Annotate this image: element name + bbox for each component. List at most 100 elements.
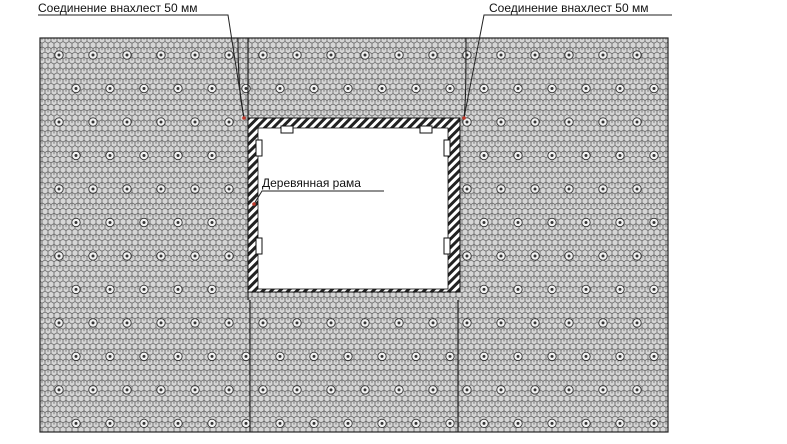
membrane-stud-center	[176, 220, 180, 224]
overlap-label-left: Соединение внахлест 50 мм	[38, 1, 198, 15]
membrane-stud-center	[482, 354, 486, 358]
membrane-stud-center	[210, 220, 214, 224]
membrane-stud-center	[414, 86, 418, 90]
membrane-stud-center	[74, 421, 78, 425]
membrane-stud-center	[108, 354, 112, 358]
membrane-stud-center	[499, 388, 503, 392]
membrane-stud-center	[652, 153, 656, 157]
membrane-stud-center	[584, 421, 588, 425]
membrane-stud-center	[652, 287, 656, 291]
membrane-stud-center	[227, 187, 231, 191]
membrane-stud-center	[482, 220, 486, 224]
membrane-stud-center	[74, 287, 78, 291]
membrane-stud-center	[550, 354, 554, 358]
membrane-stud-center	[652, 421, 656, 425]
membrane-stud-center	[601, 187, 605, 191]
overlap-label-right: Соединение внахлест 50 мм	[489, 1, 649, 15]
membrane-stud-center	[601, 53, 605, 57]
membrane-stud-center	[176, 153, 180, 157]
membrane-stud-center	[618, 86, 622, 90]
membrane-stud-center	[363, 388, 367, 392]
membrane-stud-center	[227, 53, 231, 57]
membrane-stud-center	[499, 120, 503, 124]
membrane-stud-center	[261, 388, 265, 392]
membrane-stud-center	[567, 388, 571, 392]
membrane-stud-center	[125, 321, 129, 325]
membrane-stud-center	[499, 321, 503, 325]
membrane-stud-center	[57, 321, 61, 325]
membrane-stud-center	[210, 354, 214, 358]
membrane-stud-center	[244, 354, 248, 358]
membrane-stud-center	[74, 354, 78, 358]
membrane-stud-center	[414, 354, 418, 358]
membrane-stud-center	[159, 120, 163, 124]
membrane-stud-center	[193, 187, 197, 191]
membrane-stud-center	[448, 421, 452, 425]
membrane-stud-center	[499, 254, 503, 258]
membrane-stud-center	[74, 153, 78, 157]
membrane-stud-center	[329, 388, 333, 392]
leader-endpoints	[242, 116, 466, 206]
frame-bracket	[280, 125, 294, 134]
membrane-stud-center	[193, 120, 197, 124]
membrane-stud-center	[108, 220, 112, 224]
membrane-stud-center	[533, 321, 537, 325]
membrane-stud-center	[91, 321, 95, 325]
membrane-stud-center	[278, 421, 282, 425]
membrane-stud-center	[584, 153, 588, 157]
frame-bracket	[443, 139, 451, 157]
leader-dot	[242, 116, 246, 120]
membrane-stud-center	[550, 86, 554, 90]
membrane-stud-center	[618, 220, 622, 224]
membrane-stud-center	[652, 220, 656, 224]
membrane-stud-center	[295, 53, 299, 57]
membrane-stud-center	[533, 254, 537, 258]
membrane-stud-center	[567, 321, 571, 325]
membrane-stud-center	[176, 86, 180, 90]
membrane-stud-center	[482, 421, 486, 425]
membrane-stud-center	[465, 321, 469, 325]
membrane-stud-center	[550, 421, 554, 425]
membrane-stud-center	[567, 187, 571, 191]
membrane-stud-center	[142, 220, 146, 224]
membrane-stud-center	[533, 120, 537, 124]
membrane-stud-center	[312, 421, 316, 425]
membrane-stud-center	[159, 321, 163, 325]
membrane-stud-center	[193, 53, 197, 57]
membrane-stud-center	[635, 321, 639, 325]
membrane-stud-center	[125, 254, 129, 258]
membrane-stud-center	[57, 388, 61, 392]
membrane-stud-center	[397, 388, 401, 392]
membrane-stud-center	[91, 187, 95, 191]
membrane-stud-center	[210, 421, 214, 425]
membrane-stud-center	[210, 153, 214, 157]
membrane-stud-center	[397, 53, 401, 57]
membrane-stud-center	[244, 421, 248, 425]
membrane-studs	[54, 50, 659, 429]
membrane-stud-center	[618, 421, 622, 425]
membrane-stud-center	[618, 354, 622, 358]
membrane-stud-center	[516, 153, 520, 157]
membrane-stud-center	[482, 86, 486, 90]
membrane-stud-center	[431, 321, 435, 325]
membrane-stud-center	[516, 287, 520, 291]
membrane-stud-center	[635, 388, 639, 392]
membrane-stud-center	[193, 388, 197, 392]
membrane-stud-center	[567, 120, 571, 124]
membrane-stud-center	[176, 421, 180, 425]
membrane-stud-center	[176, 287, 180, 291]
membrane-stud-center	[159, 187, 163, 191]
membrane-stud-center	[567, 254, 571, 258]
membrane-stud-center	[618, 287, 622, 291]
membrane-stud-center	[652, 86, 656, 90]
membrane-stud-center	[533, 53, 537, 57]
membrane-stud-center	[193, 321, 197, 325]
membrane-stud-center	[346, 421, 350, 425]
membrane-stud-center	[652, 354, 656, 358]
membrane-stud-center	[363, 321, 367, 325]
membrane-stud-center	[397, 321, 401, 325]
membrane-stud-center	[550, 287, 554, 291]
membrane-stud-center	[601, 388, 605, 392]
membrane-stud-center	[57, 53, 61, 57]
